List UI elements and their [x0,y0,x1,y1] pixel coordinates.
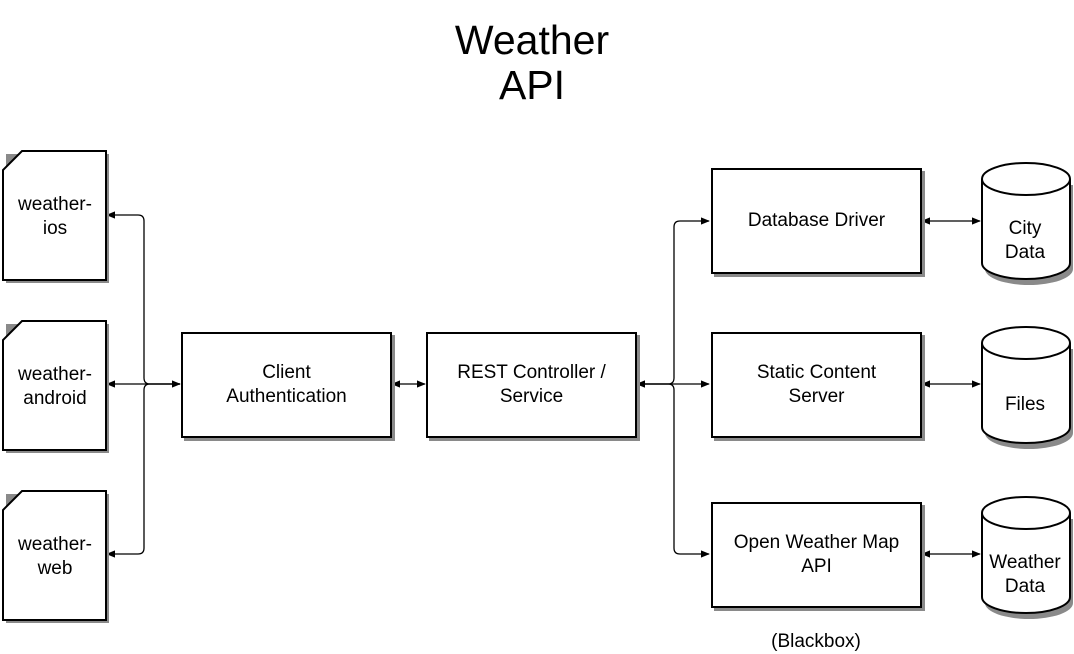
controller-label-line-1: REST Controller / [457,362,606,383]
blackbox-note: (Blackbox) [771,631,861,652]
service-label-line-1: Database Driver [747,210,886,231]
rest-controller-box: REST Controller / Service [426,332,637,438]
service-label-line-1: Static Content [756,362,877,383]
controller-label-line-2: Service [499,386,564,407]
client-label-line-1: weather- [18,534,92,555]
client-weather-android: weather- android [2,320,109,453]
edge-controller-owm [637,383,710,558]
store-label-line-1: City [1008,218,1042,239]
static-content-server-box: Static Content Server [711,332,922,438]
auth-label-line-2: Authentication [226,386,347,407]
client-label-line-2: android [23,388,87,409]
edge-controller-db [636,217,710,388]
edge-web-auth [106,383,180,558]
client-weather-web: weather- web [2,490,109,623]
store-label-line-2: Data [1004,576,1046,597]
store-label-line-1: Files [1004,394,1046,415]
client-label-line-1: weather- [18,364,92,385]
title-line-1: Weather [454,17,610,63]
client-label-line-2: web [37,558,73,579]
store-files: Files [981,326,1073,449]
client-authentication-box: Client Authentication [181,332,392,438]
service-label-line-1: Open Weather Map [733,532,900,553]
client-weather-ios: weather- ios [2,150,109,283]
page-title: Weather API [382,18,682,108]
client-label-line-1: weather- [18,194,92,215]
service-label-line-2: Server [788,386,845,407]
service-label-line-2: API [801,556,832,577]
client-label-line-2: ios [42,218,68,239]
open-weather-map-box: Open Weather Map API [711,502,922,608]
title-line-2: API [498,62,566,108]
store-label-line-2: Data [1004,242,1046,263]
store-weather-data: Weather Data [981,496,1073,619]
auth-label-line-1: Client [262,362,311,383]
edge-ios-auth [106,211,180,385]
database-driver-box: Database Driver [711,168,922,274]
store-label-line-1: Weather [989,552,1061,573]
store-city-data: City Data [981,162,1073,285]
